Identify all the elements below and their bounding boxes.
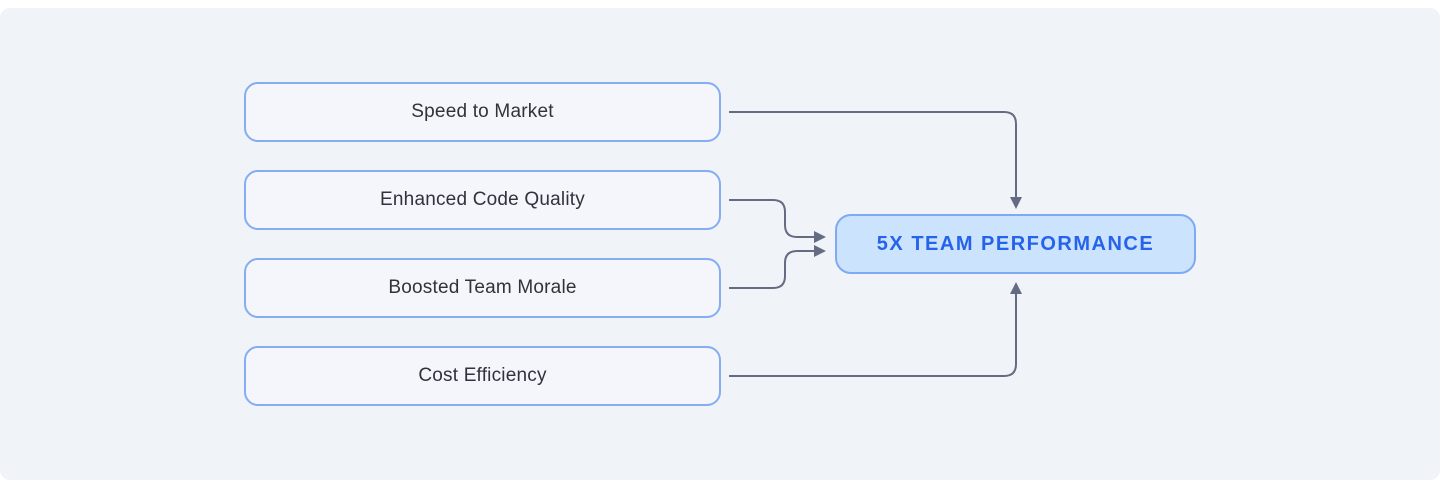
node-label: Speed to Market [411,101,554,122]
node-cost-efficiency: Cost Efficiency [244,346,721,406]
node-boosted-team-morale: Boosted Team Morale [244,258,721,318]
node-enhanced-code-quality: Enhanced Code Quality [244,170,721,230]
node-speed-to-market: Speed to Market [244,82,721,142]
node-label: 5X TEAM PERFORMANCE [876,232,1155,255]
diagram-canvas: Speed to Market Enhanced Code Quality Bo… [0,8,1440,480]
node-team-performance: 5X TEAM PERFORMANCE [835,214,1196,274]
arrow-boosted-team-morale [729,245,826,289]
node-label: Enhanced Code Quality [380,189,585,210]
arrow-speed-to-market [729,111,1022,209]
node-label: Boosted Team Morale [388,277,577,298]
arrow-cost-efficiency [729,282,1022,377]
arrow-enhanced-code-quality [729,199,826,243]
node-label: Cost Efficiency [418,365,547,386]
